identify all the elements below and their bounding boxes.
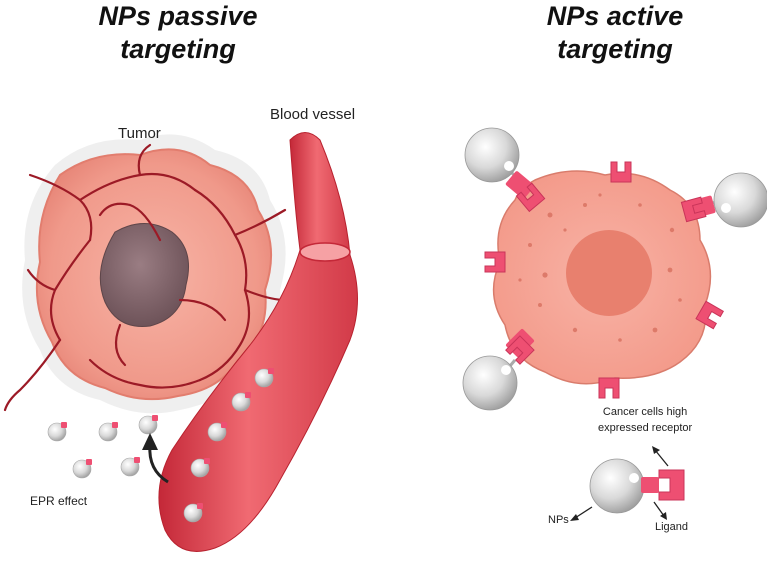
passive-title: NPs passive targeting [88,0,268,66]
passive-title-line2: targeting [120,34,236,64]
passive-title-line1: NPs passive [98,1,258,31]
tumor [3,134,287,414]
epr-arrowhead [142,433,158,450]
extravasated-nanoparticles [47,414,159,479]
blood-vessel-label: Blood vessel [270,106,356,123]
legend-arrows [570,446,669,521]
np-top-right [680,172,767,228]
active-title: NPs active targeting [520,0,710,66]
tumor-label: Tumor [118,125,161,142]
epr-effect-label: EPR effect [30,494,88,508]
nps-label: NPs [548,514,569,526]
ligand-label: Ligand [655,521,689,533]
np-bottom-left [462,328,535,411]
np-top-left [464,127,546,212]
active-title-line2: targeting [557,34,673,64]
cytoplasm-dots [518,193,682,342]
bound-nanoparticles [462,127,767,411]
active-title-line1: NPs active [546,1,684,31]
receptor-label-line2: expressed receptor [598,422,693,434]
blood-vessel [158,132,358,552]
tumor-vessels [3,143,287,412]
receptor-label-line1: Cancer cells high [602,406,688,418]
legend-nanoparticle [589,458,685,514]
receptor-label: Cancer cells high expressed receptor [598,404,692,436]
cancer-cell [492,170,712,385]
